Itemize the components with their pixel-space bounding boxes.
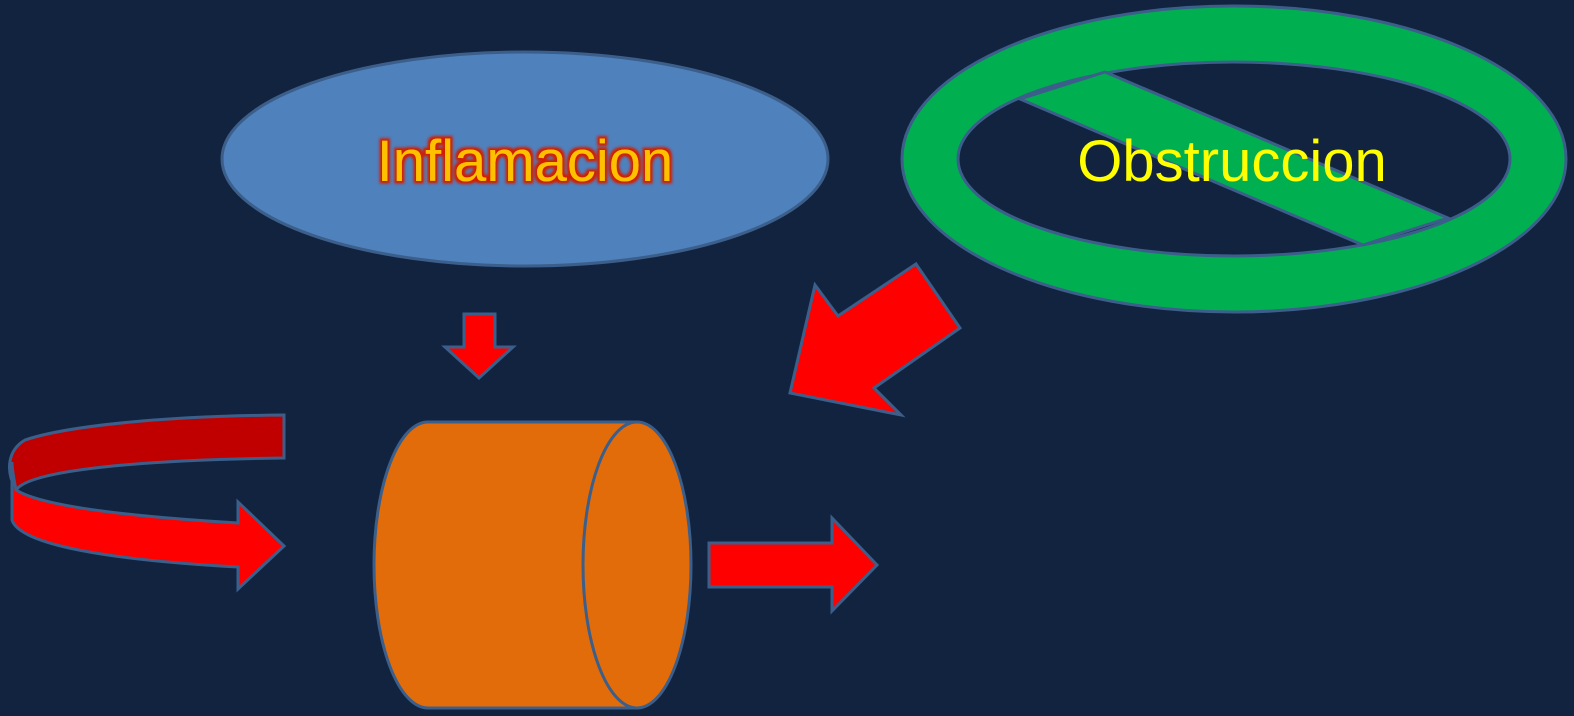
inflammation-label: Inflamacion	[377, 129, 674, 194]
circular-arrow-front	[10, 461, 287, 593]
obstruction-label: Obstruccion	[1077, 129, 1386, 194]
no-symbol-slash	[1015, 70, 1453, 247]
diagonal-arrow-icon	[788, 261, 963, 418]
obstruction-node: Obstruccion	[900, 4, 1568, 314]
cylinder-end-cap	[581, 420, 693, 710]
inflammation-ellipse	[220, 50, 830, 268]
cylinder-shape	[372, 420, 693, 710]
right-arrow-icon	[707, 514, 880, 615]
circular-arrow-back	[8, 413, 286, 493]
down-arrow-icon	[441, 312, 517, 381]
inflammation-node: Inflamacion	[220, 50, 830, 268]
cylinder-body	[372, 420, 639, 710]
circular-arrow-icon	[8, 413, 287, 593]
